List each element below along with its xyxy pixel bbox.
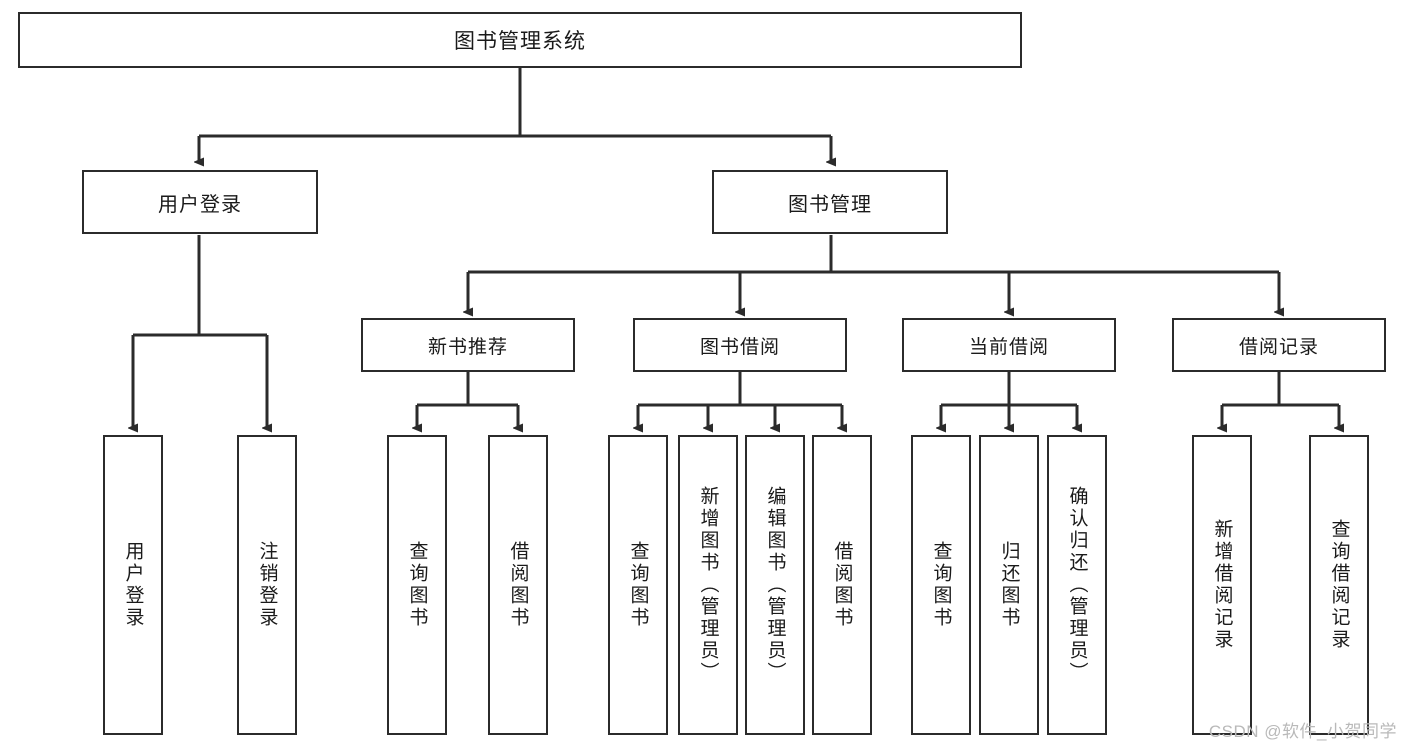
leaf-bb-edit-book-label: 编辑图书（管理员） — [764, 486, 786, 684]
leaf-bb-edit-book[interactable]: 编辑图书（管理员） — [745, 435, 805, 735]
node-user-login-label: 用户登录 — [158, 193, 242, 216]
node-book-borrow-label: 图书借阅 — [699, 336, 780, 358]
leaf-nb-query-book[interactable]: 查询图书 — [387, 435, 447, 735]
leaf-bb-query-book-label: 查询图书 — [627, 541, 649, 629]
leaf-br-query-record-label: 查询借阅记录 — [1328, 519, 1350, 651]
node-new-book-recommend[interactable]: 新书推荐 — [361, 318, 575, 372]
leaf-br-add-record-label: 新增借阅记录 — [1211, 519, 1233, 651]
node-current-borrow[interactable]: 当前借阅 — [902, 318, 1116, 372]
leaf-cb-confirm-return[interactable]: 确认归还（管理员） — [1047, 435, 1107, 735]
leaf-br-add-record[interactable]: 新增借阅记录 — [1192, 435, 1252, 735]
leaf-cb-confirm-return-label: 确认归还（管理员） — [1066, 486, 1088, 684]
leaf-logout[interactable]: 注销登录 — [237, 435, 297, 735]
leaf-nb-borrow-book[interactable]: 借阅图书 — [488, 435, 548, 735]
leaf-bb-query-book[interactable]: 查询图书 — [608, 435, 668, 735]
node-borrow-record[interactable]: 借阅记录 — [1172, 318, 1386, 372]
node-new-book-recommend-label: 新书推荐 — [427, 336, 508, 358]
leaf-logout-label: 注销登录 — [256, 541, 278, 629]
leaf-br-query-record[interactable]: 查询借阅记录 — [1309, 435, 1369, 735]
node-book-borrow[interactable]: 图书借阅 — [633, 318, 847, 372]
leaf-bb-borrow-book-label: 借阅图书 — [831, 541, 853, 629]
node-root[interactable]: 图书管理系统 — [18, 12, 1022, 68]
leaf-user-login-label: 用户登录 — [122, 541, 144, 629]
leaf-user-login[interactable]: 用户登录 — [103, 435, 163, 735]
csdn-watermark: CSDN @软件_小贺同学 — [1208, 722, 1397, 741]
node-user-login[interactable]: 用户登录 — [82, 170, 318, 234]
leaf-nb-query-book-label: 查询图书 — [406, 541, 428, 629]
leaf-cb-return-book-label: 归还图书 — [998, 541, 1020, 629]
leaf-bb-add-book[interactable]: 新增图书（管理员） — [678, 435, 738, 735]
leaf-cb-query-book-label: 查询图书 — [930, 541, 952, 629]
node-book-management[interactable]: 图书管理 — [712, 170, 948, 234]
node-book-management-label: 图书管理 — [788, 193, 872, 216]
node-borrow-record-label: 借阅记录 — [1238, 336, 1319, 358]
leaf-nb-borrow-book-label: 借阅图书 — [507, 541, 529, 629]
leaf-cb-return-book[interactable]: 归还图书 — [979, 435, 1039, 735]
node-root-label: 图书管理系统 — [454, 30, 586, 53]
leaf-bb-add-book-label: 新增图书（管理员） — [697, 486, 719, 684]
node-current-borrow-label: 当前借阅 — [968, 336, 1049, 358]
leaf-bb-borrow-book[interactable]: 借阅图书 — [812, 435, 872, 735]
leaf-cb-query-book[interactable]: 查询图书 — [911, 435, 971, 735]
